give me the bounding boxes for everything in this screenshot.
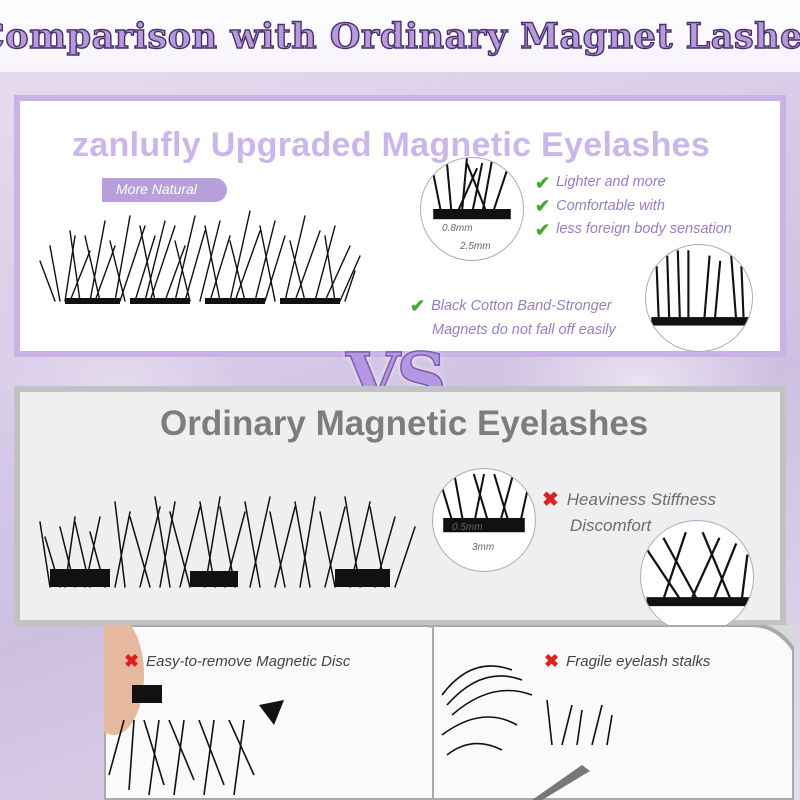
ordinary-band-closeup — [640, 520, 754, 634]
upgraded-features: ✔ Lighter and more ✔ Comfortable with ✔ les… — [535, 171, 732, 242]
ordinary-magnet-closeup — [432, 468, 536, 572]
feature-item: Comfortable with — [556, 197, 665, 214]
title-bar: Comparison with Ordinary Magnet Lashes — [0, 0, 800, 72]
more-natural-badge: More Natural — [102, 178, 227, 202]
upgraded-band-note: ✔ Black Cotton Band-Stronger Magnets do n… — [410, 294, 616, 342]
upgraded-magnet-closeup — [420, 157, 524, 261]
magnetic-disc-photo: ✖ Easy-to-remove Magnetic Disc — [104, 625, 466, 800]
check-icon: ✔ — [535, 172, 551, 193]
upgraded-band-closeup — [645, 244, 753, 352]
upgraded-lash-strip-image — [39, 210, 361, 304]
fragile-stalks-label: ✖ Fragile eyelash stalks — [544, 652, 710, 670]
feature-item: less foreign body sensation — [556, 221, 732, 237]
cross-icon: ✖ — [542, 489, 559, 511]
con-item: Heaviness Stiffness — [566, 490, 717, 509]
feature-item: Lighter and more — [556, 174, 666, 190]
cross-icon: ✖ — [124, 651, 140, 671]
upgraded-width-measure: 2.5mm — [460, 241, 491, 252]
ordinary-heading: Ordinary Magnetic Eyelashes — [160, 404, 649, 443]
magnetic-disc-caption: Easy-to-remove Magnetic Disc — [146, 652, 351, 670]
check-icon: ✔ — [535, 196, 551, 217]
ordinary-thickness-measure: 0.5mm — [452, 522, 483, 533]
fragile-stalks-caption: Fragile eyelash stalks — [566, 652, 711, 670]
magnetic-disc-label: ✖ Easy-to-remove Magnetic Disc — [124, 652, 350, 670]
upgraded-heading: zanlufly Upgraded Magnetic Eyelashes — [72, 126, 711, 164]
band-note-line: Black Cotton Band-Stronger — [431, 298, 612, 314]
upgraded-panel: zanlufly Upgraded Magnetic Eyelashes Mor… — [14, 95, 786, 357]
check-icon: ✔ — [535, 219, 551, 240]
fragile-stalks-photo: ✖ Fragile eyelash stalks — [432, 625, 794, 800]
con-item: Discomfort — [570, 516, 652, 535]
page-title: Comparison with Ordinary Magnet Lashes — [0, 15, 800, 57]
ordinary-cons: ✖ Heaviness Stiffness Discomfort — [542, 487, 716, 539]
check-icon: ✔ — [410, 296, 426, 316]
ordinary-width-measure: 3mm — [472, 542, 495, 553]
upgraded-thickness-measure: 0.8mm — [442, 223, 473, 234]
ordinary-lash-strip-image — [39, 496, 416, 588]
cross-icon: ✖ — [544, 651, 560, 671]
band-note-line: Magnets do not fall off easily — [432, 322, 616, 338]
ordinary-panel: Ordinary Magnetic Eyelashes 0.5mm 3mm — [14, 386, 786, 634]
